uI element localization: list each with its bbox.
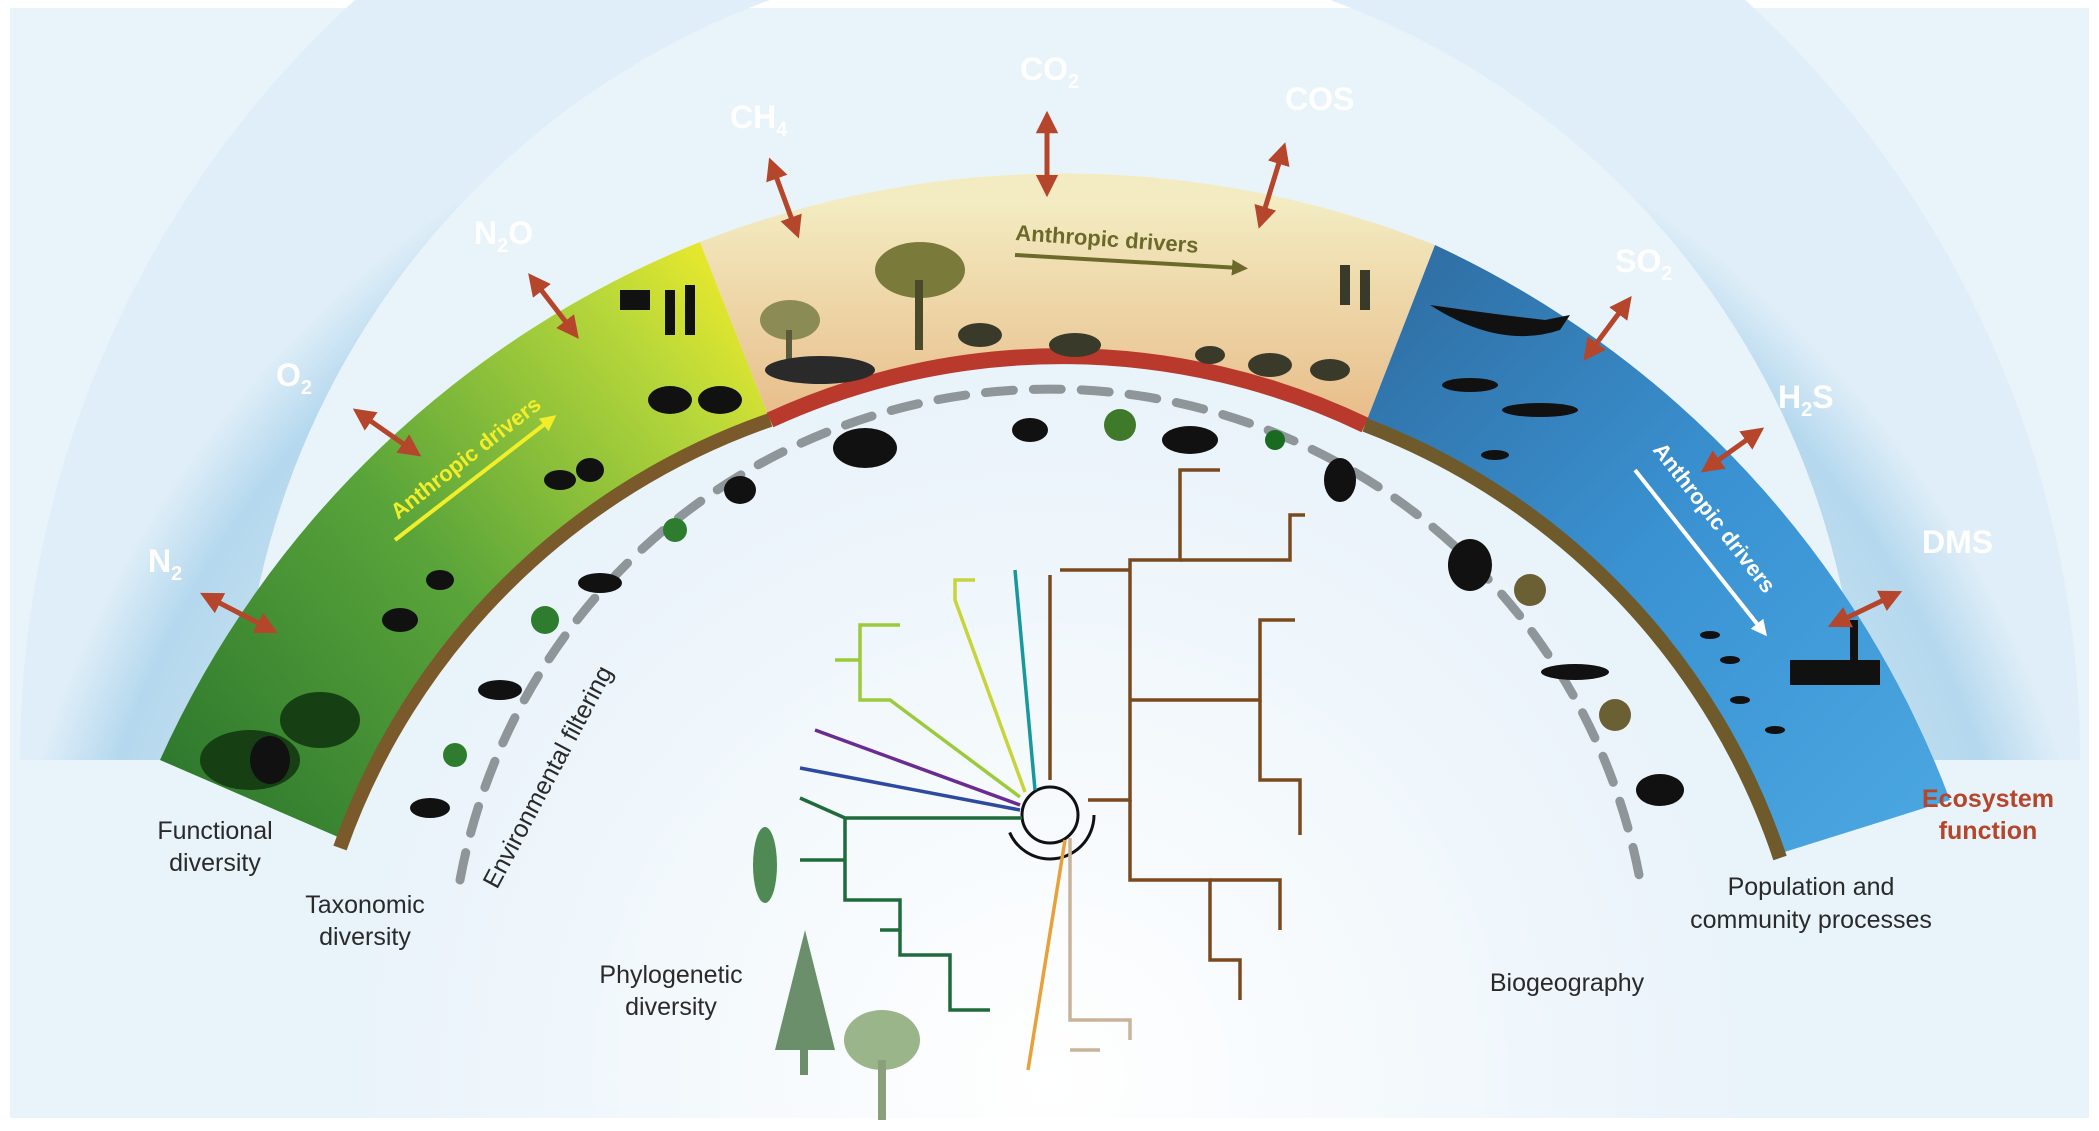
phylogenetic-diversity-label-line2: diversity [625,993,717,1021]
plant-silhouettes [753,827,920,1120]
ocean-band [1365,245,1950,855]
taxonomic-diversity-label-line1: Taxonomic [305,891,425,919]
functional-diversity-label-line2: diversity [169,849,261,877]
o2-exchange-arrow [352,408,422,457]
co2-label: CO2 [1020,51,1079,93]
ecosystem-function-label-line1: Ecosystem [1922,785,2054,813]
o2-label: O2 [276,357,312,399]
ch4-exchange-arrow [766,157,802,239]
phylogenetic-tree [799,468,1305,1071]
so2-exchange-arrow [1583,295,1632,362]
n2o-label: N2O [474,215,533,257]
dms-label: DMS [1922,524,1993,560]
ocean-silhouettes [1430,305,1880,734]
h2s-label: H2S [1778,379,1834,421]
phylogenetic-diversity-label-line1: Phylogenetic [599,961,742,989]
savanna-silhouettes [760,242,1370,384]
so2-label: SO2 [1615,243,1672,285]
taxonomic-icons [410,409,1684,818]
n2-exchange-arrow [200,592,278,634]
population-community-label-line1: Population and [1728,873,1895,901]
left-driver-arrow [393,415,557,542]
environmental-filtering-arc [455,384,1645,885]
cos-label: COS [1285,81,1354,117]
cos-exchange-arrow [1254,142,1290,229]
biogeography-label: Biogeography [1490,969,1645,997]
ecosystem-function-label-line2: function [1939,817,2038,845]
sediment-strip-right [1362,418,1787,861]
population-community-label-line2: community processes [1690,906,1932,934]
taxonomic-diversity-label-line2: diversity [319,923,411,951]
soil-strip-left [333,413,773,851]
middle-driver-arrow [1014,253,1248,276]
n2-label: N2 [148,543,182,585]
right-driver-arrow [1633,468,1767,637]
terrestrial-band-left [160,242,770,840]
ch4-label: CH4 [730,99,788,141]
dms-exchange-arrow [1827,590,1903,628]
functional-diversity-label-line1: Functional [157,817,272,845]
h2s-exchange-arrow [1700,427,1765,473]
n2o-exchange-arrow [528,273,579,339]
forest-silhouettes [200,285,742,790]
